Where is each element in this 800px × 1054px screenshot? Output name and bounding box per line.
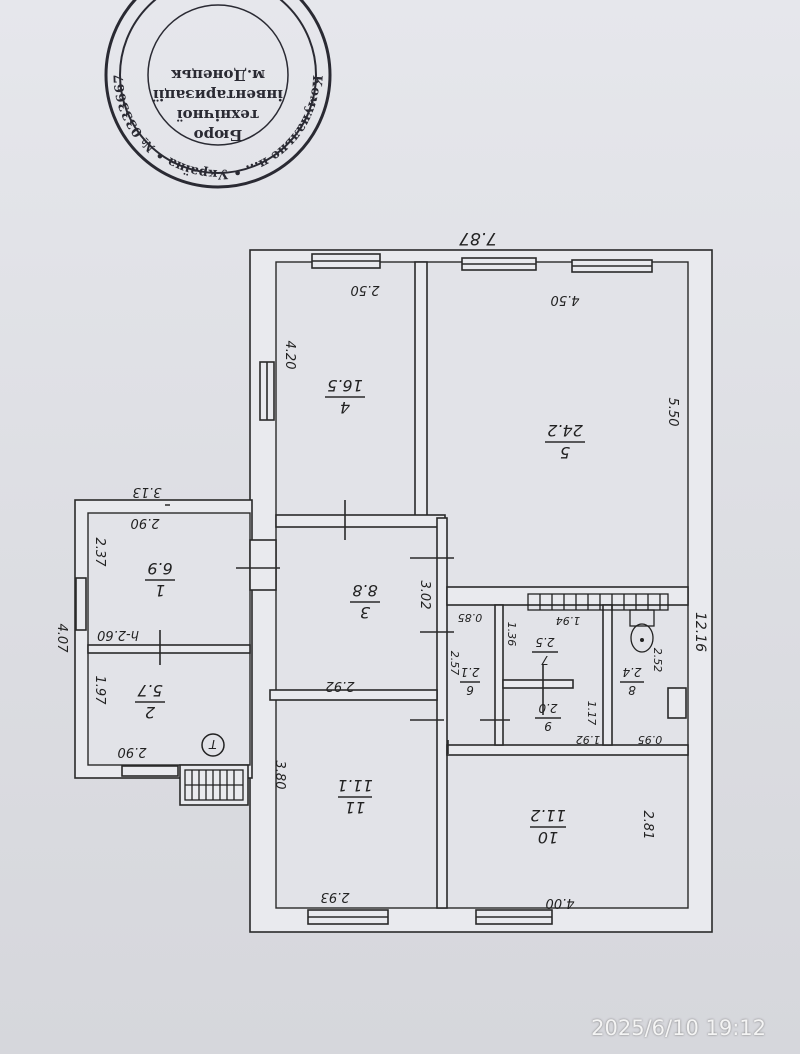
- room-6: 62.1: [460, 665, 480, 697]
- dim: h-2.60: [97, 627, 139, 642]
- dim: 1.92: [576, 733, 601, 746]
- room-5: 524.2: [545, 421, 585, 462]
- door-marks: [159, 500, 544, 754]
- dim: 2.52: [651, 648, 664, 673]
- svg-text:8: 8: [628, 683, 636, 697]
- svg-text:8.8: 8.8: [352, 581, 377, 600]
- dim: 0.85: [458, 611, 483, 624]
- dim: 0.95: [638, 733, 663, 746]
- room-4: 416.5: [325, 376, 365, 417]
- dim: 4.07: [54, 624, 69, 654]
- walls: [74, 249, 713, 933]
- stamp-line-1: Бюро: [194, 126, 243, 144]
- svg-text:5: 5: [560, 443, 570, 462]
- svg-text:2: 2: [145, 703, 155, 722]
- room-3: 38.8: [350, 581, 380, 622]
- dim: 2.57: [448, 651, 461, 676]
- windows: [75, 253, 687, 925]
- svg-text:5.7: 5.7: [136, 681, 162, 700]
- svg-text:24.2: 24.2: [547, 421, 583, 440]
- dim: 4.50: [551, 292, 580, 307]
- svg-text:2.1: 2.1: [460, 665, 479, 679]
- dimensions: 7.87 12.16 2.50 4.50 4.20 5.50 3.13 2.90…: [54, 228, 708, 910]
- svg-text:Т: Т: [208, 737, 217, 751]
- svg-text:2.5: 2.5: [535, 635, 554, 649]
- dim-overall-top: 7.87: [459, 228, 497, 248]
- dim: 2.90: [131, 515, 160, 530]
- dim: 3.13: [133, 484, 162, 499]
- dim: 2.50: [351, 282, 380, 297]
- svg-text:11.1: 11.1: [337, 776, 373, 795]
- dim: 1.17: [585, 701, 598, 726]
- stamp-line-4: м.Донецьк: [171, 66, 265, 84]
- stamp-line-2: технічної: [177, 106, 259, 124]
- dim: 2.90: [118, 744, 147, 759]
- stamp-line-3: інвентаризації: [153, 86, 283, 104]
- dim: 2.92: [326, 678, 355, 693]
- svg-text:3: 3: [360, 603, 370, 622]
- svg-text:6: 6: [466, 683, 474, 697]
- dim: 1.36: [505, 622, 518, 647]
- room-1: 16.9: [145, 559, 175, 600]
- svg-text:2.0: 2.0: [538, 701, 557, 715]
- svg-text:7: 7: [541, 653, 549, 667]
- svg-text:2.4: 2.4: [622, 665, 641, 679]
- official-stamp: Комунальне п... • Україна • № 03336670 Б…: [104, 0, 441, 189]
- stairs-hatch: [184, 593, 669, 801]
- toilet-icon: [629, 609, 655, 653]
- svg-text:1: 1: [155, 581, 165, 600]
- svg-text:11.2: 11.2: [530, 806, 566, 825]
- svg-text:16.5: 16.5: [327, 376, 363, 395]
- room-9: 92.0: [535, 701, 561, 733]
- dim: 2.37: [92, 538, 107, 568]
- svg-text:11: 11: [345, 798, 365, 817]
- svg-text:9: 9: [544, 719, 552, 733]
- dim: 3.02: [417, 581, 432, 610]
- dim: 1.97: [92, 676, 107, 706]
- room-11: 11 11.1: [337, 776, 373, 817]
- svg-text:10: 10: [538, 828, 558, 847]
- svg-text:4: 4: [340, 398, 350, 417]
- dim: 1.94: [556, 614, 581, 627]
- svg-text:6.9: 6.9: [147, 559, 172, 578]
- photo-timestamp: 2025/6/10 19:12: [591, 1016, 766, 1040]
- boiler-icon: Т: [201, 733, 225, 757]
- dim: 4.00: [546, 895, 575, 910]
- dim: 5.50: [665, 398, 680, 427]
- room-8: 82.4: [620, 665, 644, 697]
- room-2: 25.7: [135, 681, 165, 722]
- dim: 3.80: [272, 761, 287, 790]
- dim: 2.81: [640, 811, 655, 840]
- room-10: 10 11.2: [530, 806, 566, 847]
- room-7: 72.5: [532, 635, 558, 667]
- dim: 4.20: [282, 341, 297, 370]
- dim-overall-right: 12.16: [692, 612, 708, 652]
- dim: 2.93: [321, 889, 350, 904]
